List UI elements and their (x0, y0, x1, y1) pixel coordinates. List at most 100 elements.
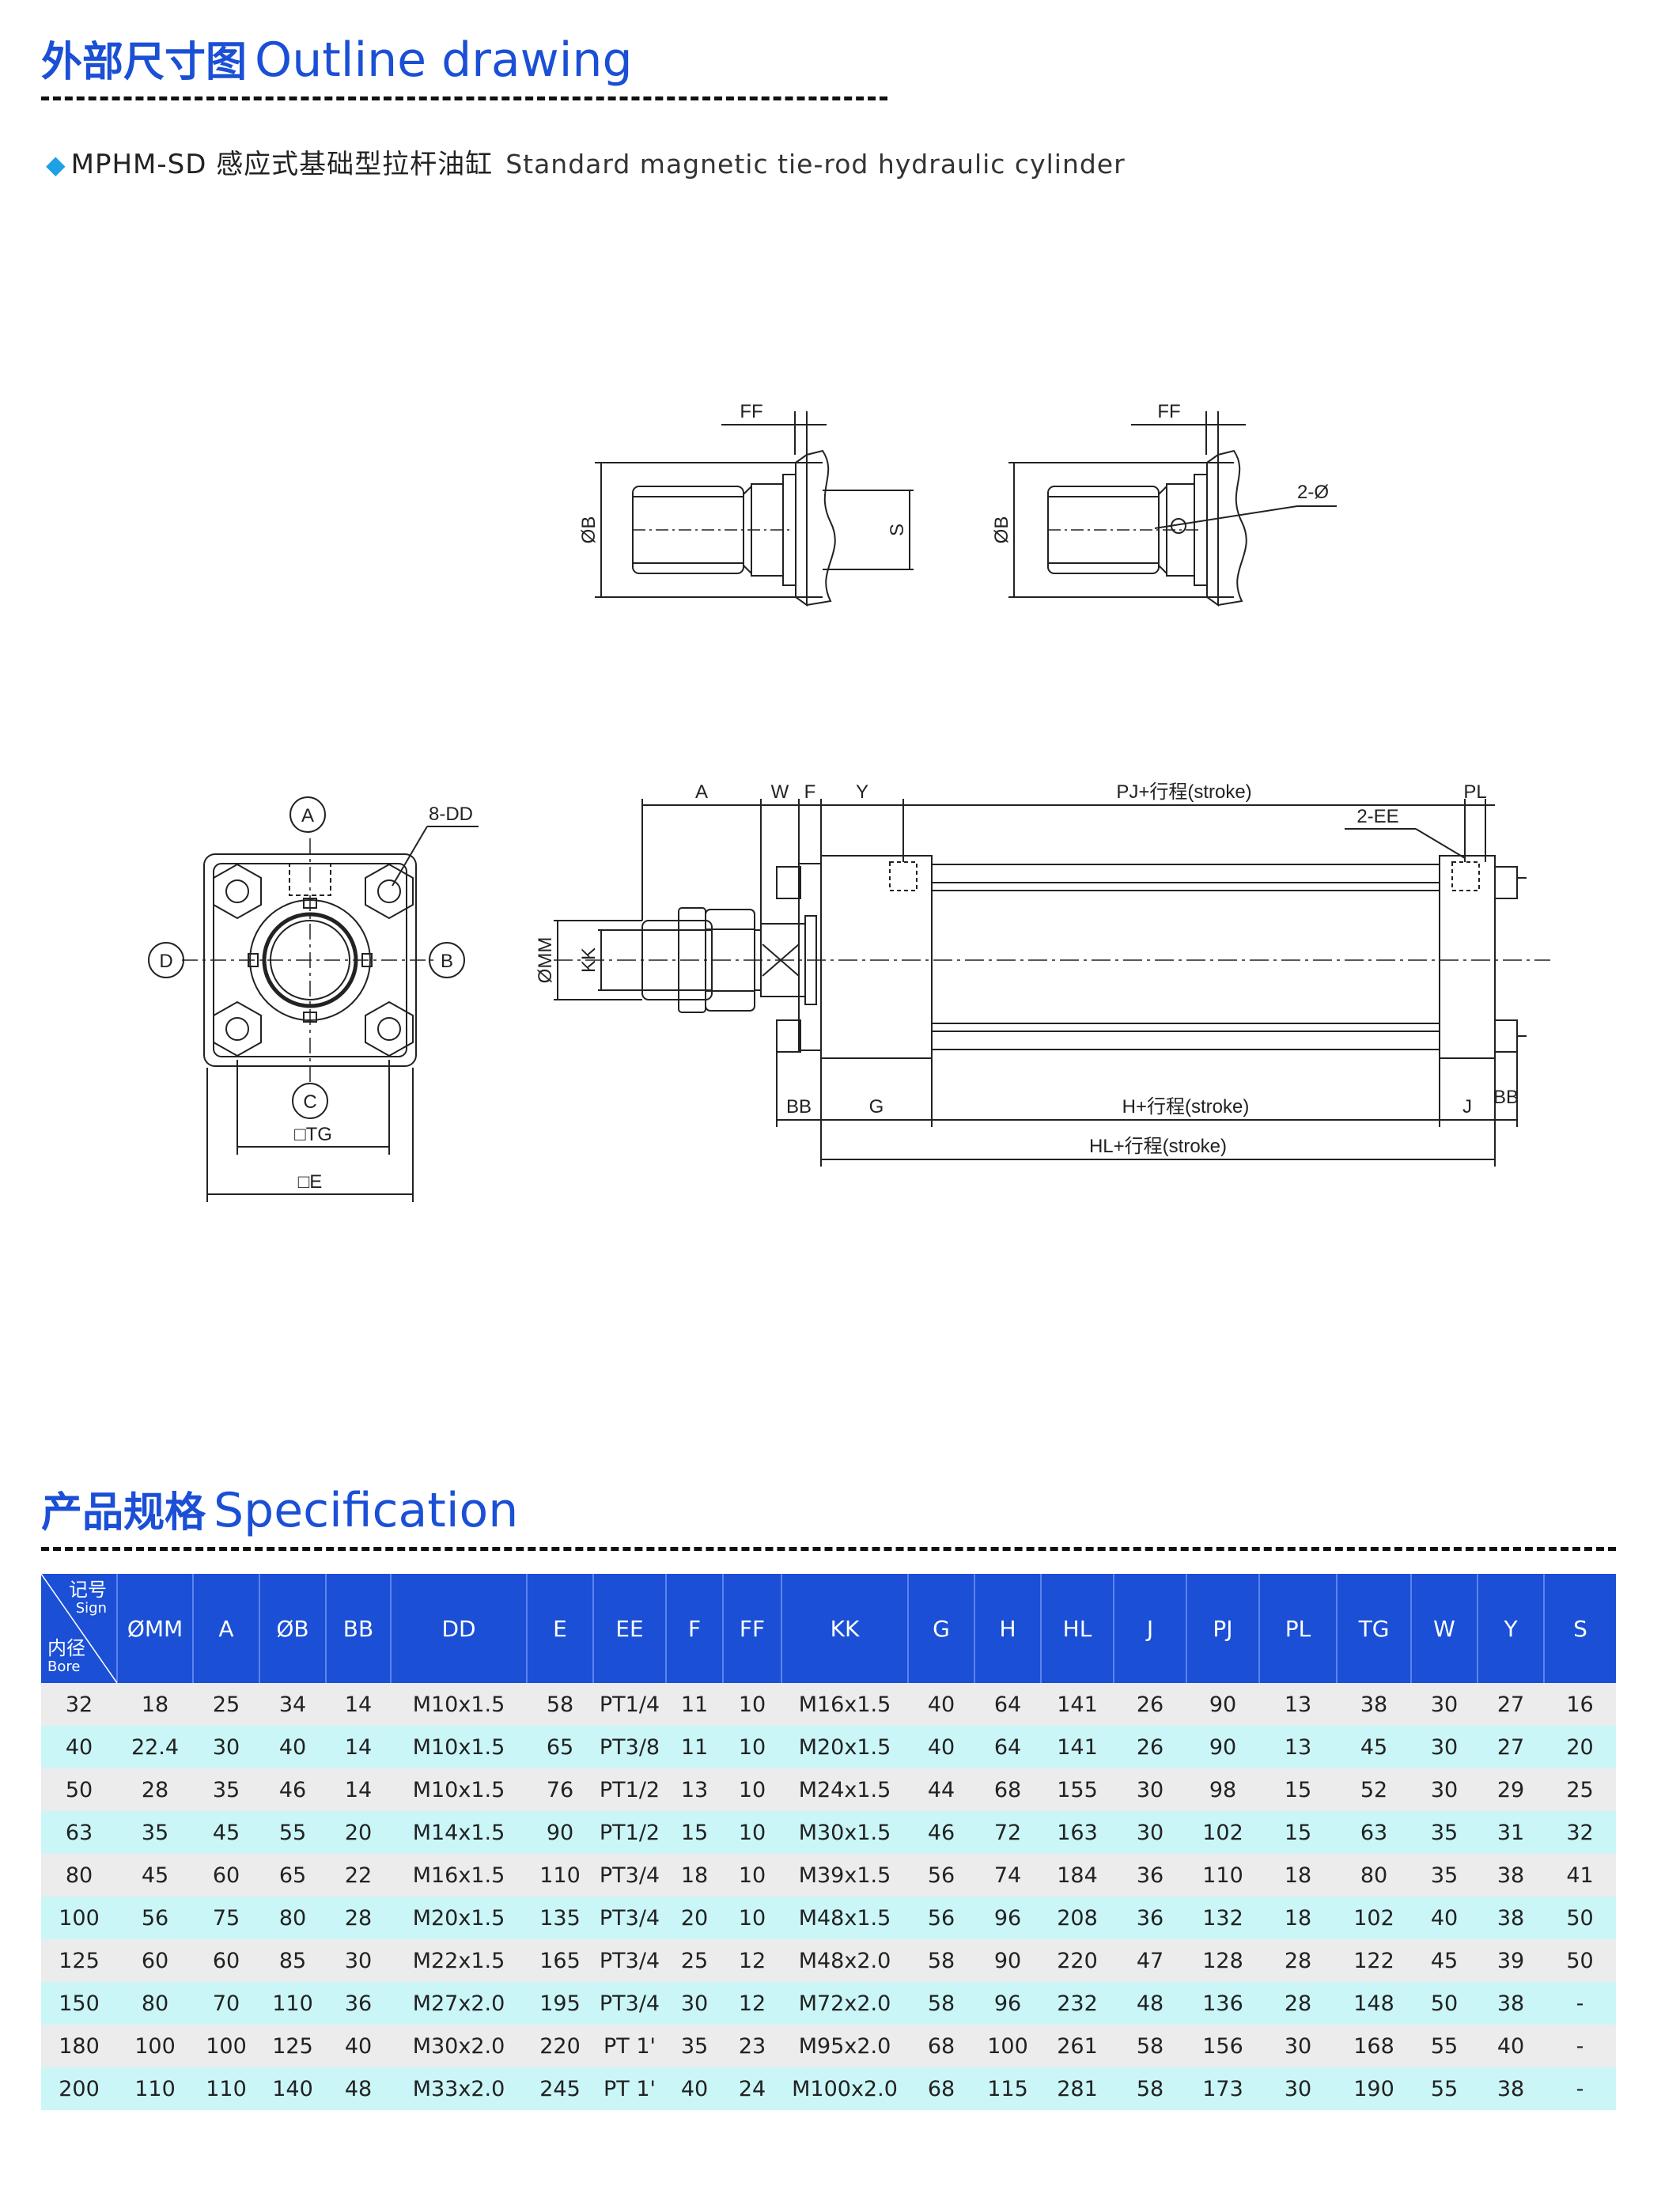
table-cell: 135 (527, 1897, 593, 1939)
front-view: A B C D 8-DD □TG □E (148, 796, 479, 1202)
hl-stroke-label: HL+行程(stroke) (1089, 1136, 1227, 1157)
ff-label-1: FF (740, 401, 762, 422)
table-cell: 68 (908, 2025, 974, 2067)
table-cell: 39 (1478, 1939, 1544, 1982)
outline-title-cn: 外部尺寸图 (41, 39, 248, 86)
table-cell: 36 (1114, 1897, 1186, 1939)
column-header: W (1411, 1574, 1478, 1683)
table-cell: 34 (259, 1683, 326, 1726)
column-header: G (908, 1574, 975, 1683)
spec-title-en: Specification (214, 1483, 519, 1538)
table-cell: 28 (1259, 1982, 1337, 2025)
table-cell: 25 (666, 1939, 723, 1982)
port-a-circle-label: A (301, 805, 314, 826)
table-cell: 128 (1186, 1939, 1259, 1982)
table-cell: 48 (1114, 1982, 1186, 2025)
table-cell: 40 (259, 1726, 326, 1768)
table-cell: 168 (1337, 2025, 1411, 2067)
table-cell: 56 (117, 1897, 193, 1939)
bore-en: Bore (47, 1658, 81, 1675)
table-cell: 165 (527, 1939, 593, 1982)
table-cell: PT3/4 (593, 1939, 666, 1982)
table-cell: M30x1.5 (781, 1811, 908, 1854)
table-cell: PT1/4 (593, 1683, 666, 1726)
table-cell: 38 (1478, 1897, 1544, 1939)
table-cell: 24 (723, 2067, 781, 2110)
table-cell: 15 (1259, 1811, 1337, 1854)
table-cell: 30 (666, 1982, 723, 2025)
column-header: TG (1337, 1574, 1412, 1683)
table-cell: 70 (193, 1982, 259, 2025)
table-cell: 261 (1041, 2025, 1114, 2067)
table-cell: 148 (1337, 1982, 1411, 2025)
table-cell: 27 (1478, 1683, 1544, 1726)
table-cell: 36 (326, 1982, 391, 2025)
bore-cell: 40 (41, 1726, 117, 1768)
table-cell: 58 (908, 1939, 974, 1982)
table-cell: 76 (527, 1768, 593, 1811)
j-dim-label: J (1462, 1096, 1472, 1118)
table-cell: 40 (908, 1683, 974, 1726)
table-cell: 141 (1041, 1683, 1114, 1726)
table-cell: 38 (1337, 1683, 1411, 1726)
rod-end-detail-s: ØB S FF (578, 401, 914, 607)
table-cell: 30 (1411, 1683, 1478, 1726)
table-cell: 38 (1478, 1854, 1544, 1897)
column-header: A (193, 1574, 260, 1683)
table-cell: 18 (1259, 1897, 1337, 1939)
table-cell: 58 (1114, 2067, 1186, 2110)
table-cell: M10x1.5 (391, 1768, 527, 1811)
table-cell: 35 (666, 2025, 723, 2067)
table-cell: 35 (1411, 1854, 1478, 1897)
a-dim-label: A (695, 781, 708, 803)
table-cell: 96 (974, 1897, 1041, 1939)
e-label: □E (298, 1171, 323, 1193)
table-cell: - (1544, 2025, 1616, 2067)
table-cell: M30x2.0 (391, 2025, 527, 2067)
table-cell: 26 (1114, 1726, 1186, 1768)
table-cell: 40 (1478, 2025, 1544, 2067)
pj-stroke-label: PJ+行程(stroke) (1116, 781, 1251, 803)
table-cell: 11 (666, 1726, 723, 1768)
table-cell: 38 (1478, 2067, 1544, 2110)
table-cell: 63 (1337, 1811, 1411, 1854)
table-cell: 90 (1186, 1683, 1259, 1726)
table-cell: 27 (1478, 1726, 1544, 1768)
table-cell: 30 (1114, 1768, 1186, 1811)
table-cell: 98 (1186, 1768, 1259, 1811)
column-header: KK (781, 1574, 909, 1683)
table-cell: 38 (1478, 1982, 1544, 2025)
table-cell: 72 (974, 1811, 1041, 1854)
header-dashed-rule (41, 96, 887, 100)
table-cell: 30 (1259, 2025, 1337, 2067)
bore-cell: 63 (41, 1811, 117, 1854)
table-cell: 35 (1411, 1811, 1478, 1854)
table-cell: 52 (1337, 1768, 1411, 1811)
two-phi-label: 2-Ø (1297, 482, 1329, 503)
nut-bottom-left (213, 1000, 262, 1057)
table-cell: 18 (666, 1854, 723, 1897)
table-cell: M16x1.5 (391, 1854, 527, 1897)
table-cell: 60 (117, 1939, 193, 1982)
table-cell: 100 (193, 2025, 259, 2067)
table-cell: - (1544, 2067, 1616, 2110)
table-cell: 30 (193, 1726, 259, 1768)
column-header: PL (1259, 1574, 1338, 1683)
table-cell: 245 (527, 2067, 593, 2110)
table-cell: 58 (908, 1982, 974, 2025)
table-cell: 44 (908, 1768, 974, 1811)
table-cell: 58 (527, 1683, 593, 1726)
nut-top-right (365, 863, 414, 920)
table-cell: 156 (1186, 2025, 1259, 2067)
table-cell: 110 (259, 1982, 326, 2025)
table-cell: PT 1' (593, 2025, 666, 2067)
table-cell: 102 (1337, 1897, 1411, 1939)
phi-b-label-1: ØB (578, 516, 600, 544)
table-cell: 18 (1259, 1854, 1337, 1897)
